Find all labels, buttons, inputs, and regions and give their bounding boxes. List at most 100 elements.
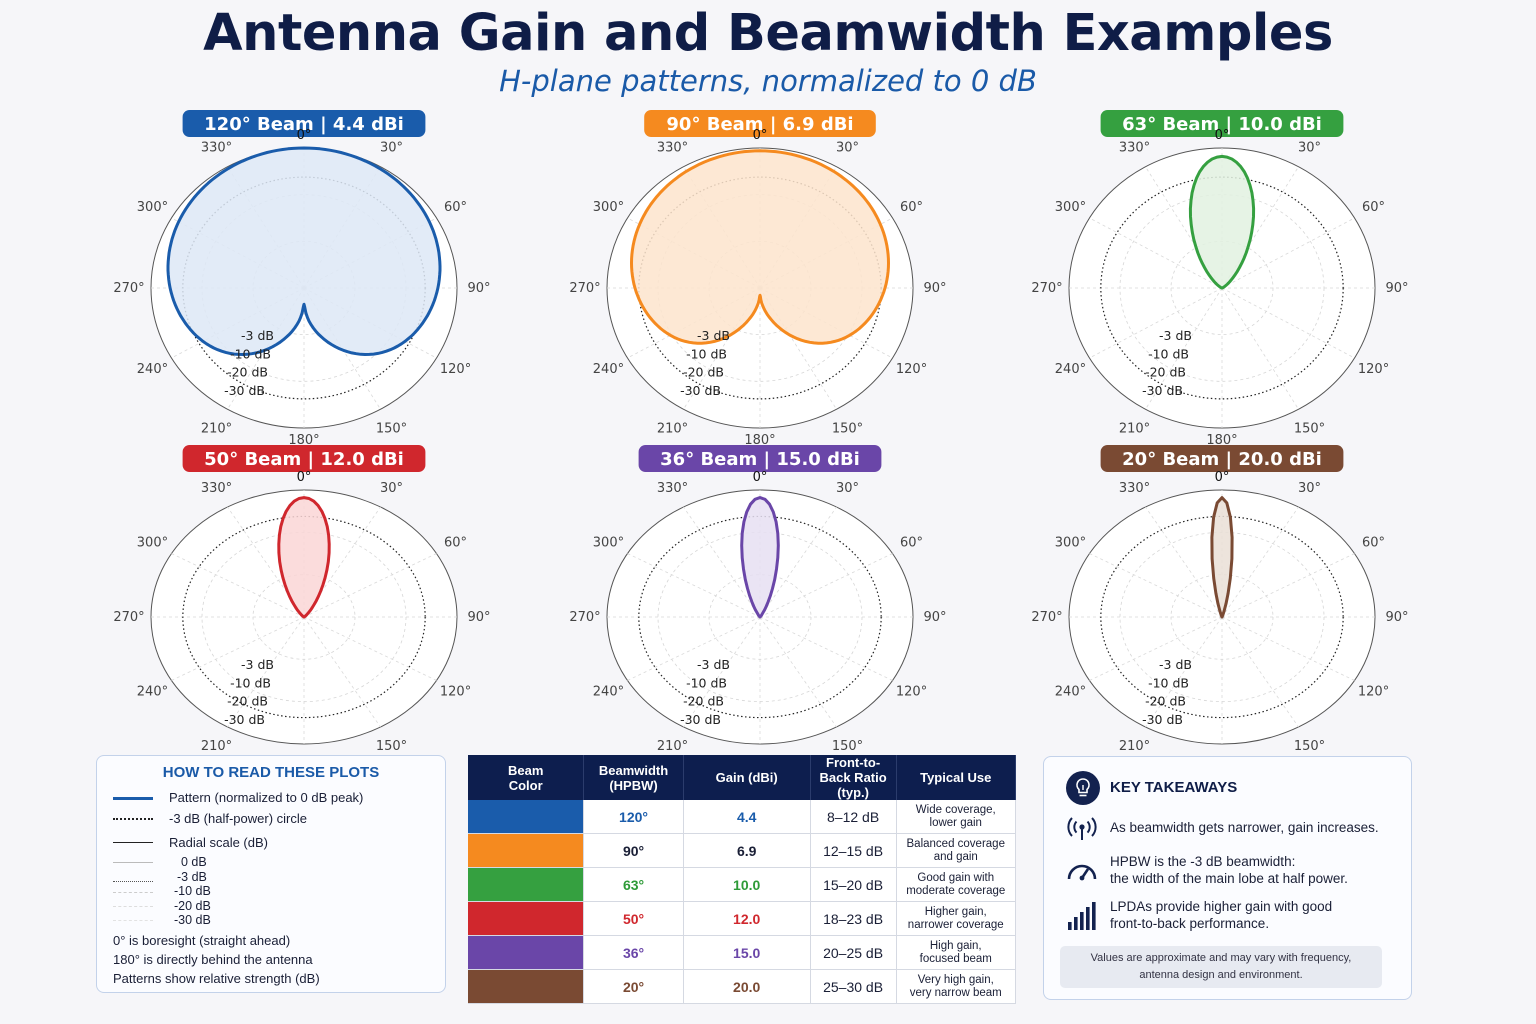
header-beam-color: Beam Color (468, 755, 585, 800)
angle-label: 90° (467, 281, 490, 296)
half-power-circle (1100, 515, 1344, 719)
header-gain: Gain (dBi) (683, 755, 811, 800)
front-to-back-cell: 12–15 dB (810, 833, 897, 868)
beam-title: 63° Beam | 10.0 dBi (1122, 114, 1322, 135)
angle-label: 210° (1119, 739, 1150, 754)
angle-label: 210° (201, 421, 232, 436)
typical-use-line: narrower coverage (907, 918, 1004, 931)
angle-label: 300° (137, 200, 168, 215)
grid-spoke (1221, 506, 1299, 618)
typical-use-line: Very high gain, (917, 973, 994, 986)
angle-label: 210° (1119, 421, 1150, 436)
key-takeaways-panel: KEY TAKEAWAYS As beamwidth gets narrower… (1043, 756, 1412, 1000)
pattern-legend: Pattern (normalized to 0 dB peak) (169, 790, 364, 805)
scale-swatch-3 (113, 881, 153, 882)
page-title: Antenna Gain and Beamwidth Examples (203, 4, 1333, 63)
db-label: -3 dB (697, 328, 730, 343)
takeaway-text: LPDAs provide higher gain with good (1110, 899, 1333, 914)
db-label: -10 dB (230, 675, 271, 690)
db-label: -20 dB (227, 694, 268, 709)
header-beamwidth: Beamwidth (HPBW) (583, 755, 684, 800)
front-to-back-cell: 18–23 dB (810, 901, 897, 936)
disclaimer-line: antenna design and environment. (1139, 969, 1303, 981)
beamwidth-cell: 120° (583, 800, 684, 834)
half-power-circle (182, 515, 426, 719)
typical-use-line: focused beam (919, 952, 992, 965)
beamwidth-cell: 63° (583, 867, 684, 902)
angle-label: 60° (1362, 200, 1385, 215)
beam-title-pill (182, 445, 426, 472)
angle-label: 120° (1358, 685, 1389, 700)
grid-spoke (683, 616, 761, 728)
half-power-circle (638, 515, 882, 719)
beam-color-swatch (468, 901, 585, 936)
db-label: -30 dB (224, 383, 265, 398)
angle-label: 270° (1031, 610, 1062, 625)
angle-label: 240° (593, 685, 624, 700)
front-to-back-cell: 20–25 dB (810, 935, 897, 970)
grid-spoke (759, 553, 893, 618)
typical-use-line: Balanced coverage (906, 837, 1005, 850)
db-label: -30 dB (1142, 383, 1183, 398)
db-label: -20 dB (683, 365, 724, 380)
beamwidth-cell: 50° (583, 901, 684, 936)
gain-cell: 10.0 (683, 867, 811, 902)
beam-pattern (166, 146, 442, 356)
grid-spoke (1145, 506, 1223, 618)
typical-use-line: High gain, (929, 939, 982, 952)
scale-label: -10 dB (174, 884, 211, 898)
angle-label: 0° (297, 128, 312, 143)
beam-title-pill (1100, 110, 1344, 137)
db-label: -3 dB (241, 657, 274, 672)
angle-label: 300° (1055, 536, 1086, 551)
scale-label: -20 dB (174, 899, 211, 913)
db-label: -3 dB (1159, 328, 1192, 343)
grid-spoke (171, 553, 305, 618)
beam-title: 36° Beam | 15.0 dBi (660, 449, 860, 470)
angle-label: 0° (297, 470, 312, 485)
howto-note: 180° is directly behind the antenna (113, 952, 313, 967)
grid-spoke (759, 506, 837, 618)
angle-label: 270° (569, 281, 600, 296)
db-label: -30 dB (1142, 712, 1183, 727)
angle-label: 270° (1031, 281, 1062, 296)
angle-label: 90° (923, 281, 946, 296)
angle-label: 0° (1215, 470, 1230, 485)
beam-pattern (1188, 154, 1256, 290)
beamwidth-cell: 20° (583, 969, 684, 1004)
grid-spoke (227, 616, 305, 728)
grid-spoke (227, 506, 305, 618)
typical-use-cell: Higher gain,narrower coverage (896, 901, 1016, 936)
db-label: -30 dB (680, 383, 721, 398)
angle-label: 150° (1294, 739, 1325, 754)
angle-label: 90° (923, 610, 946, 625)
polar-plot: 120° Beam | 4.4 dBi0°30°60°90°120°150°18… (113, 110, 491, 448)
db-label: -30 dB (680, 712, 721, 727)
gain-cell: 20.0 (683, 969, 811, 1004)
takeaways-heading: KEY TAKEAWAYS (1110, 779, 1238, 796)
angle-label: 330° (1119, 481, 1150, 496)
angle-label: 240° (137, 362, 168, 377)
angle-label: 120° (896, 685, 927, 700)
typical-use-line: moderate coverage (906, 884, 1006, 897)
db-label: -30 dB (224, 712, 265, 727)
typical-use-cell: Wide coverage,lower gain (896, 800, 1016, 834)
angle-label: 120° (1358, 362, 1389, 377)
grid-spoke (1089, 287, 1223, 359)
angle-label: 180° (1206, 433, 1237, 448)
beam-pattern (277, 496, 331, 619)
beamwidth-cell: 36° (583, 935, 684, 970)
gain-cell: 12.0 (683, 901, 811, 936)
beamwidth-cell: 90° (583, 833, 684, 868)
db-label: -10 dB (686, 346, 727, 361)
beam-title: 20° Beam | 20.0 dBi (1122, 449, 1322, 470)
takeaway-text: front-to-back performance. (1110, 916, 1270, 931)
beam-title: 120° Beam | 4.4 dBi (204, 114, 404, 135)
howto-heading: HOW TO READ THESE PLOTS (162, 764, 380, 781)
angle-label: 210° (657, 421, 688, 436)
